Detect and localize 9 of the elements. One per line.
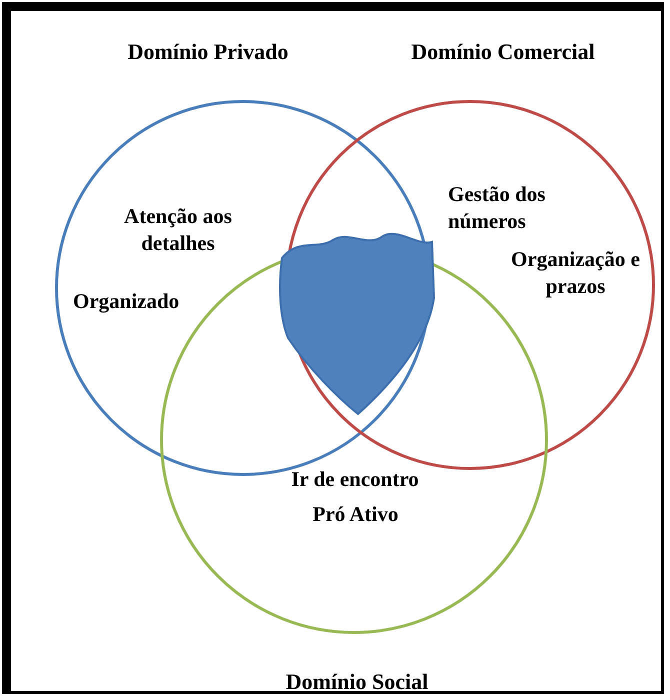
circle-label: Organizado [73,288,180,315]
circle-label: Gestão dos números [448,181,546,236]
circle-label: Organização e prazos [510,246,641,300]
circle-title: Domínio Comercial [410,38,596,66]
circle-title: Domínio Privado [126,38,290,66]
circle-label: Pró Ativo [312,501,400,528]
circle-title: Domínio Social [284,668,430,696]
circle-label: Atenção aos detalhes [123,203,233,258]
circle-label: Ir de encontro [290,466,420,493]
